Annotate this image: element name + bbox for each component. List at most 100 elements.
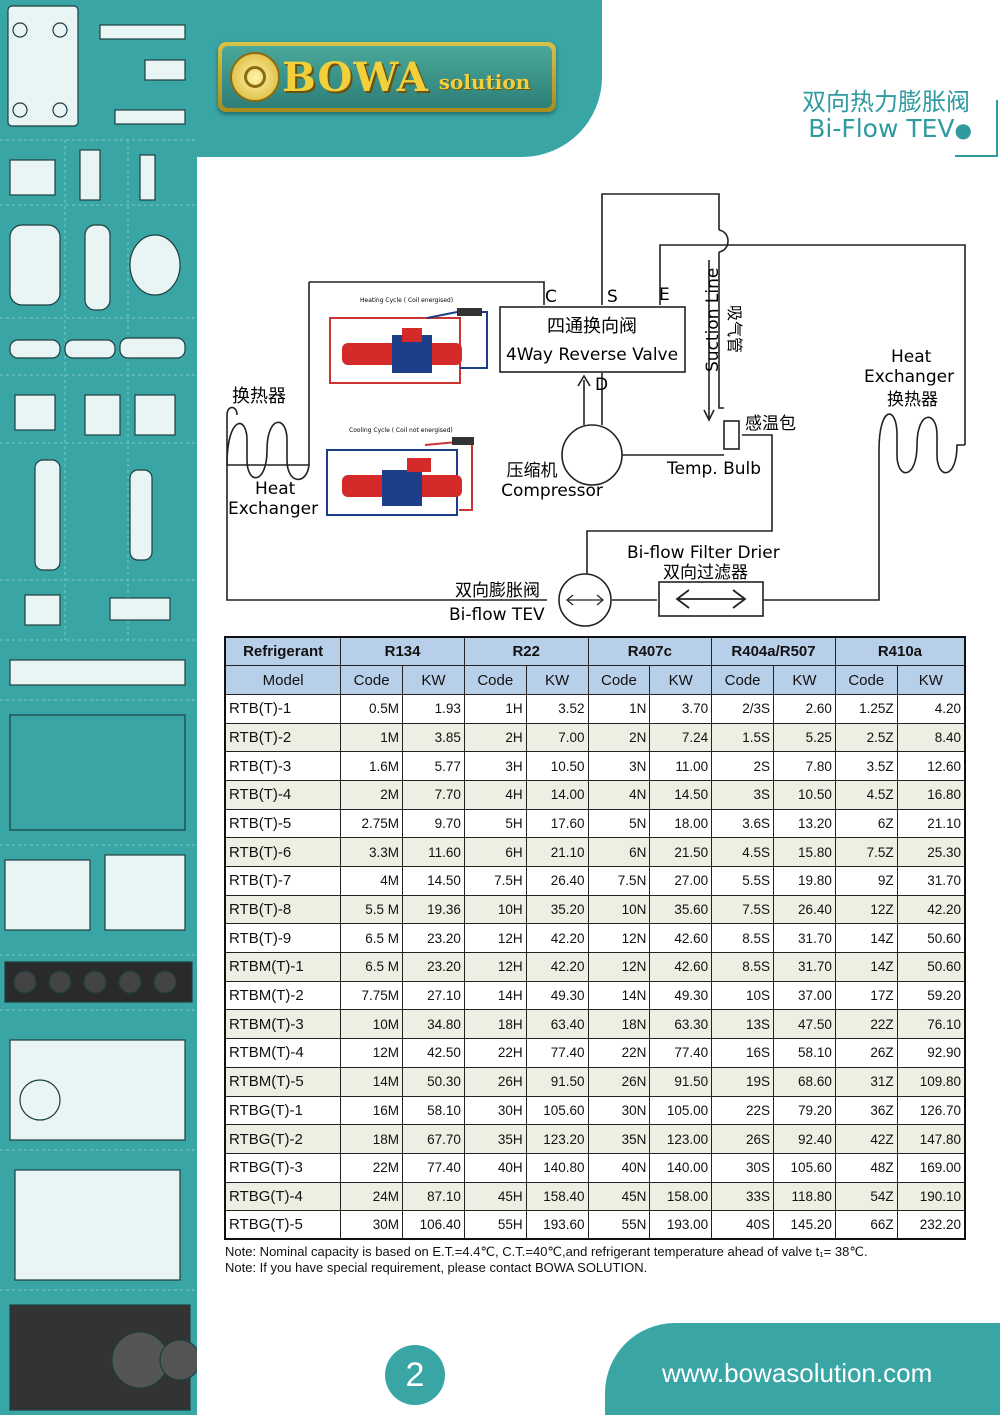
- kw-cell: 26.40: [772, 894, 836, 925]
- kw-cell: 21.10: [896, 808, 966, 839]
- code-cell: 4H: [463, 779, 527, 810]
- tev-label-en: Bi-flow TEV: [449, 605, 545, 625]
- kw-cell: 31.70: [772, 952, 836, 982]
- kw-cell: 7.70: [402, 779, 465, 810]
- heating-cycle-inset: Heating Cycle ( Coil energised): [329, 297, 488, 384]
- code-cell: 5.5 M: [340, 894, 404, 925]
- kw-cell: 35.60: [649, 894, 713, 925]
- kw-cell: 10.50: [772, 779, 836, 810]
- code-cell: 16S: [711, 1038, 774, 1068]
- kw-cell: 21.10: [525, 837, 589, 867]
- model-cell: RTBM(T)-3: [224, 1009, 342, 1040]
- kw-cell: 91.50: [649, 1066, 713, 1097]
- code-cell: 1H: [463, 693, 527, 724]
- code-cell: 36Z: [834, 1095, 898, 1126]
- code-cell: 2/3S: [711, 693, 774, 724]
- page-title-en: Bi-Flow TEV●: [808, 114, 972, 143]
- page-title-cn: 双向热力膨胀阀: [802, 88, 970, 116]
- kw-cell: 19.36: [402, 894, 465, 925]
- left-exchanger-label-en2: Exchanger: [228, 499, 318, 519]
- model-cell: RTB(T)-1: [224, 693, 342, 724]
- code-cell: 3H: [463, 751, 527, 781]
- code-cell: 18N: [587, 1009, 651, 1040]
- left-exchanger-label-en1: Heat: [255, 479, 296, 499]
- kw-cell: 42.50: [402, 1038, 465, 1068]
- code-cell: 5.5S: [711, 866, 774, 896]
- kw-cell: 91.50: [525, 1066, 589, 1097]
- code-cell: 35H: [463, 1124, 527, 1154]
- kw-cell: 31.70: [772, 923, 836, 954]
- model-cell: RTBM(T)-4: [224, 1038, 342, 1068]
- kw-cell: 63.40: [525, 1009, 589, 1040]
- kw-cell: 49.30: [525, 980, 589, 1011]
- kw-cell: 67.70: [402, 1124, 465, 1154]
- kw-cell: 14.00: [525, 779, 589, 810]
- kw-cell: 16.80: [896, 779, 966, 810]
- model-cell: RTB(T)-4: [224, 779, 342, 810]
- kw-cell: 105.00: [649, 1095, 713, 1126]
- model-cell: RTB(T)-3: [224, 751, 342, 781]
- suction-line-label: Suction Line: [703, 268, 723, 372]
- kw-header: KW: [896, 665, 966, 695]
- code-cell: 22S: [711, 1095, 774, 1126]
- kw-cell: 25.30: [896, 837, 966, 867]
- code-cell: 4M: [340, 866, 404, 896]
- kw-cell: 31.70: [896, 866, 966, 896]
- port-c-label: C: [545, 287, 557, 307]
- code-cell: 7.75M: [340, 980, 404, 1011]
- code-cell: 30H: [463, 1095, 527, 1126]
- kw-cell: 50.60: [896, 952, 966, 982]
- kw-cell: 21.50: [649, 837, 713, 867]
- kw-cell: 140.80: [525, 1152, 589, 1183]
- code-cell: 16M: [340, 1095, 404, 1126]
- code-header: Code: [834, 665, 898, 695]
- code-cell: 26S: [711, 1124, 774, 1154]
- code-cell: 24M: [340, 1181, 404, 1212]
- kw-cell: 14.50: [402, 866, 465, 896]
- kw-cell: 42.60: [649, 952, 713, 982]
- kw-cell: 42.20: [525, 923, 589, 954]
- kw-header: KW: [649, 665, 713, 695]
- code-cell: 66Z: [834, 1210, 898, 1240]
- model-header: Model: [224, 665, 342, 695]
- model-cell: RTBM(T)-5: [224, 1066, 342, 1097]
- code-cell: 55N: [587, 1210, 651, 1240]
- reverse-valve-label-en: 4Way Reverse Valve: [506, 345, 678, 365]
- code-cell: 26N: [587, 1066, 651, 1097]
- code-cell: 6H: [463, 837, 527, 867]
- kw-cell: 118.80: [772, 1181, 836, 1212]
- model-cell: RTBG(T)-5: [224, 1210, 342, 1240]
- code-cell: 22H: [463, 1038, 527, 1068]
- notes: Note: Nominal capacity is based on E.T.=…: [225, 1244, 868, 1276]
- kw-cell: 92.40: [772, 1124, 836, 1154]
- refrigerant-r404a-header: R404a/R507: [711, 636, 836, 667]
- code-cell: 26Z: [834, 1038, 898, 1068]
- model-cell: RTB(T)-6: [224, 837, 342, 867]
- code-cell: 17Z: [834, 980, 898, 1011]
- code-cell: 12H: [463, 923, 527, 954]
- code-cell: 14N: [587, 980, 651, 1011]
- code-cell: 7.5H: [463, 866, 527, 896]
- kw-cell: 4.20: [896, 693, 966, 724]
- kw-cell: 140.00: [649, 1152, 713, 1183]
- heating-cycle-caption: Heating Cycle ( Coil energised): [360, 297, 453, 304]
- model-cell: RTB(T)-5: [224, 808, 342, 839]
- kw-cell: 3.85: [402, 722, 465, 753]
- bowa-logo: BOWA solution: [218, 42, 556, 112]
- kw-cell: 11.60: [402, 837, 465, 867]
- code-cell: 45H: [463, 1181, 527, 1212]
- compressor-label-en: Compressor: [501, 481, 603, 501]
- temp-bulb-label-en: Temp. Bulb: [666, 459, 761, 479]
- code-cell: 31Z: [834, 1066, 898, 1097]
- kw-cell: 232.20: [896, 1210, 966, 1240]
- kw-cell: 1.93: [402, 693, 465, 724]
- website-link[interactable]: www.bowasolution.com: [662, 1358, 933, 1388]
- code-cell: 7.5Z: [834, 837, 898, 867]
- title-rule-horizontal: [955, 155, 998, 157]
